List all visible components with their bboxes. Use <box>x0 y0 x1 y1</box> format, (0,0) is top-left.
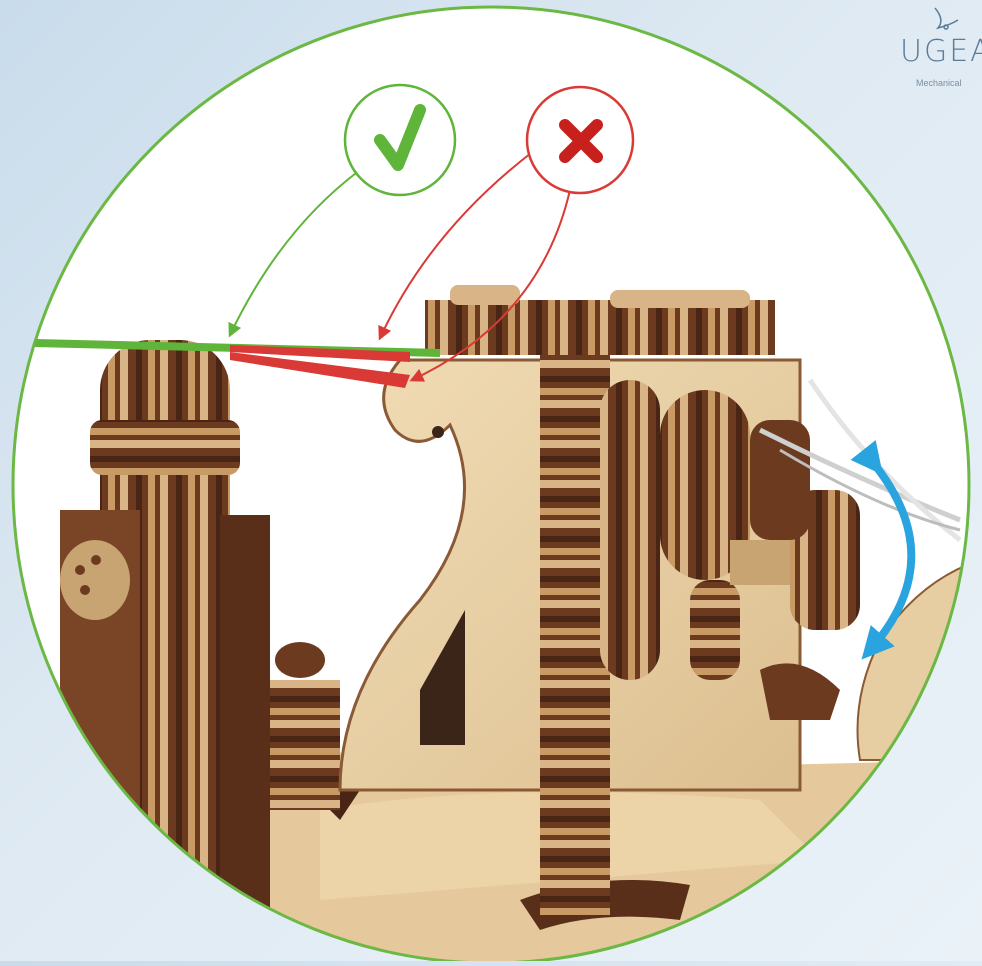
check-badge <box>345 85 455 195</box>
top-plate <box>425 300 775 355</box>
brand-name: UGEA <box>900 34 982 69</box>
brand-logo-icon <box>935 8 958 29</box>
axle <box>730 540 800 585</box>
cross-badge <box>527 87 633 193</box>
brand-tagline: Mechanical <box>916 78 962 88</box>
vertical-gear-1 <box>540 355 610 915</box>
